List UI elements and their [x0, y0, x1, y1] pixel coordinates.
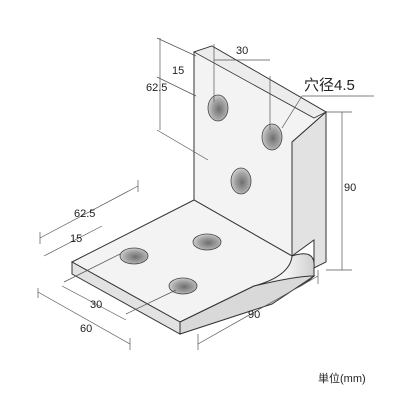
dim-top-second: 62.5 — [146, 82, 167, 94]
base-plate-holes — [119, 233, 222, 295]
hole-icon — [207, 94, 229, 122]
dim-depth: 90 — [248, 309, 260, 321]
dim-base-second: 62.5 — [74, 208, 95, 220]
hole-icon — [230, 167, 252, 195]
dimension-lines — [37, 37, 374, 350]
hole-icon — [261, 123, 283, 151]
hole-icon — [192, 233, 222, 251]
dim-base-first: 15 — [70, 233, 82, 245]
dim-top-width: 30 — [236, 45, 248, 57]
dim-base-width: 60 — [80, 323, 92, 335]
dim-base-hole-spacing: 30 — [90, 299, 102, 311]
dim-height: 90 — [344, 182, 356, 194]
hole-icon — [119, 247, 149, 265]
hole-diameter-label: 穴径4.5 — [304, 77, 355, 94]
vertical-plate-holes — [207, 94, 283, 195]
base-plate-right-edge — [179, 275, 316, 335]
dim-top-first: 15 — [172, 65, 184, 77]
unit-label: 単位(mm) — [318, 371, 366, 385]
